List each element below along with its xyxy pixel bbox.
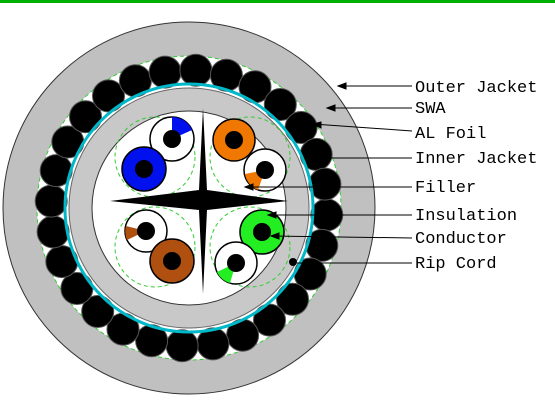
insulated-wire-orange-stripe xyxy=(243,148,287,192)
conductor xyxy=(163,252,181,270)
pair-boundary xyxy=(209,206,291,288)
label-rip-cord: Rip Cord xyxy=(415,255,497,274)
conductor xyxy=(256,161,274,179)
label-al-foil: AL Foil xyxy=(415,125,486,144)
insulated-wire-blue-solid xyxy=(121,146,167,192)
label-insulation: Insulation xyxy=(415,207,517,226)
twisted-pair-orange xyxy=(212,118,287,192)
label-outer-jacket: Outer Jacket xyxy=(415,79,537,98)
swa-wire xyxy=(276,282,309,316)
pair-boundary xyxy=(114,116,196,198)
label-conductor: Conductor xyxy=(415,230,507,249)
leader-al-foil xyxy=(312,123,413,132)
insulated-wire-orange-solid xyxy=(212,118,256,162)
insulated-wire-green-stripe xyxy=(214,241,258,285)
leader-lines xyxy=(243,82,413,264)
conductor xyxy=(225,131,243,149)
twisted-pair-green xyxy=(214,209,285,285)
cross-filler xyxy=(110,108,288,294)
al-foil-layer xyxy=(63,82,315,334)
swa-wire xyxy=(263,88,297,121)
leader-conductor xyxy=(270,235,413,239)
conductor xyxy=(163,130,181,148)
conductor xyxy=(253,223,271,241)
insulated-wire-brown-stripe xyxy=(124,209,168,253)
twisted-pair-blue xyxy=(121,116,195,192)
swa-wire xyxy=(308,167,342,201)
label-swa: SWA xyxy=(415,100,446,119)
twisted-pair-brown xyxy=(124,209,195,284)
pair-boundary xyxy=(114,206,196,288)
label-filler: Filler xyxy=(415,179,476,198)
swa-wire xyxy=(179,53,213,87)
swa-wire xyxy=(34,184,68,218)
swa-wire xyxy=(81,295,115,328)
insulated-wire-green-solid xyxy=(239,209,285,255)
insulated-wire-blue-stripe xyxy=(149,116,195,162)
swa-wire-ring xyxy=(34,53,344,363)
conductor xyxy=(135,160,153,178)
label-inner-jacket: Inner Jacket xyxy=(415,150,537,169)
insulated-wire-brown-solid xyxy=(149,238,195,284)
rip-cord xyxy=(289,258,297,266)
pair-boundary xyxy=(209,116,291,198)
conductor xyxy=(227,254,245,272)
swa-wire xyxy=(165,329,199,363)
swa-wire xyxy=(69,100,102,134)
conductor xyxy=(137,222,155,240)
